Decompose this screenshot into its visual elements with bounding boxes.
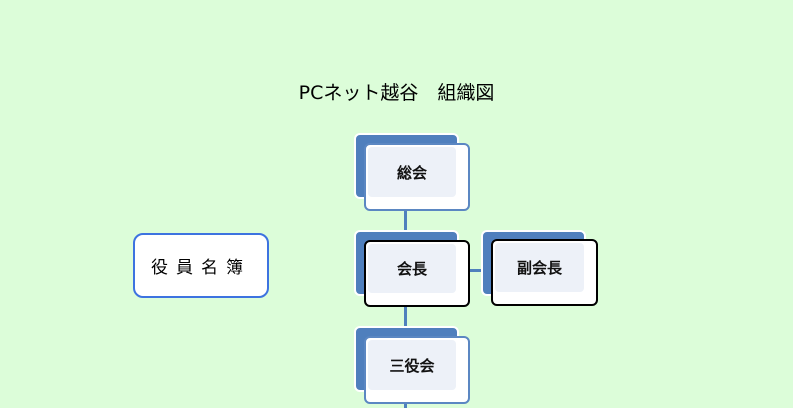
connector-officers-down	[404, 402, 407, 408]
connector-chairman-officers	[404, 306, 407, 338]
node-chairman[interactable]: 会長	[364, 240, 470, 307]
node-general-assembly-label: 総会	[368, 147, 456, 197]
node-vice-chairman-label: 副会長	[495, 243, 584, 292]
node-vice-chairman[interactable]: 副会長	[491, 239, 598, 306]
node-chairman-label: 会長	[368, 244, 456, 293]
chart-title: PCネット越谷 組織図	[298, 82, 495, 104]
node-three-officers[interactable]: 三役会	[364, 336, 470, 404]
officer-roster-button[interactable]: 役員名簿	[133, 233, 269, 298]
node-three-officers-label: 三役会	[368, 340, 456, 390]
connector-assembly-chairman	[404, 210, 407, 242]
node-general-assembly[interactable]: 総会	[364, 143, 470, 211]
